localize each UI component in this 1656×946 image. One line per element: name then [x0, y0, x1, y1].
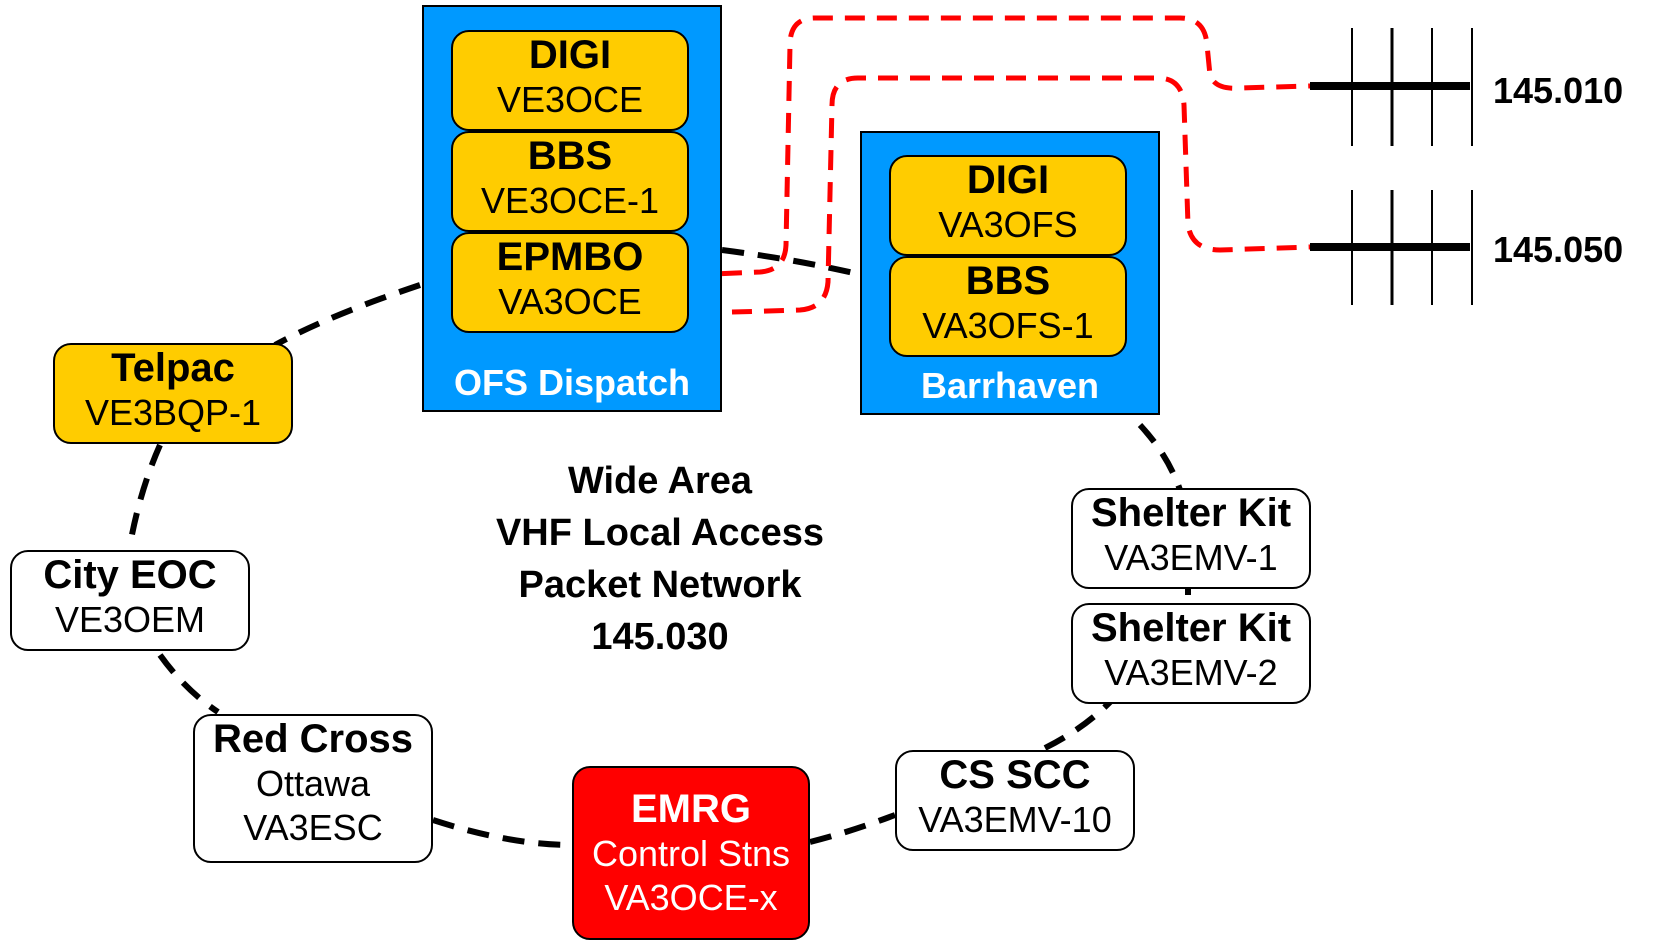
- node-callsign: VA3EMV-10: [918, 799, 1112, 840]
- network-title: Wide Area VHF Local Access Packet Networ…: [440, 455, 880, 663]
- node-title: EPMBO: [496, 235, 644, 279]
- barrhaven-bbs-node[interactable]: BBS VA3OFS-1: [889, 256, 1127, 357]
- barrhaven-panel: DIGI VA3OFS BBS VA3OFS-1 Barrhaven: [860, 131, 1160, 415]
- node-title: City EOC: [43, 553, 217, 597]
- node-title: BBS: [965, 259, 1051, 303]
- antenna-icon: [1310, 28, 1473, 146]
- cs-scc-node[interactable]: CS SCC VA3EMV-10: [895, 750, 1135, 851]
- node-callsign: VA3EMV-2: [1104, 652, 1278, 693]
- ofs-bbs-node[interactable]: BBS VE3OCE-1: [451, 131, 689, 232]
- link-ofs-barrhaven: [721, 247, 863, 278]
- node-title: BBS: [527, 134, 613, 178]
- panel-label: Barrhaven: [920, 365, 1100, 406]
- red-cross-node[interactable]: Red Cross Ottawa VA3ESC: [193, 714, 433, 863]
- node-title: Shelter Kit: [1090, 491, 1292, 535]
- node-callsign: VA3OCE: [498, 281, 642, 322]
- link-redcross-emrg: [432, 817, 573, 848]
- link-ofs-telpac: [273, 282, 421, 348]
- network-title-line: Packet Network: [518, 564, 802, 606]
- node-subtitle: Control Stns: [591, 833, 791, 874]
- node-callsign: VE3BQP-1: [84, 392, 262, 433]
- ofs-dispatch-panel: DIGI VE3OCE BBS VE3OCE-1 EPMBO VA3OCE OF…: [422, 5, 722, 412]
- antenna-icon: [1310, 190, 1473, 305]
- node-title: Red Cross: [212, 717, 414, 761]
- node-title: EMRG: [631, 787, 751, 831]
- link-barrhaven-shelter1: [1137, 422, 1183, 491]
- node-callsign: VE3OEM: [54, 599, 206, 640]
- rf-link-145010: [689, 15, 1311, 278]
- node-callsign: VA3OFS-1: [922, 305, 1094, 346]
- node-title: DIGI: [528, 33, 612, 77]
- node-callsign: VA3OCE-x: [604, 877, 778, 918]
- barrhaven-digi-node[interactable]: DIGI VA3OFS: [889, 155, 1127, 256]
- network-title-line: VHF Local Access: [495, 512, 825, 554]
- telpac-node[interactable]: Telpac VE3BQP-1: [53, 343, 293, 444]
- network-title-line: Wide Area: [567, 460, 753, 502]
- node-title: DIGI: [966, 158, 1050, 202]
- node-subtitle: Ottawa: [255, 763, 371, 804]
- emrg-node[interactable]: EMRG Control Stns VA3OCE-x: [572, 766, 810, 940]
- node-callsign: VA3OFS: [938, 204, 1078, 245]
- ofs-digi-node[interactable]: DIGI VE3OCE: [451, 30, 689, 131]
- shelter-kit-2-node[interactable]: Shelter Kit VA3EMV-2: [1071, 603, 1311, 704]
- node-callsign: VE3OCE-1: [480, 180, 660, 221]
- node-title: Telpac: [111, 346, 235, 390]
- frequency-label-2: 145.050: [1493, 229, 1624, 270]
- city-eoc-node[interactable]: City EOC VE3OEM: [10, 550, 250, 651]
- network-frequency: 145.030: [591, 616, 729, 658]
- link-cityeoc-redcross: [157, 653, 220, 715]
- frequency-label-1: 145.010: [1493, 70, 1624, 111]
- link-csscc-shelter2: [1043, 697, 1115, 751]
- node-callsign: VA3ESC: [243, 807, 383, 848]
- ofs-epmbo-node[interactable]: EPMBO VA3OCE: [451, 232, 689, 333]
- node-callsign: VA3EMV-1: [1104, 537, 1278, 578]
- node-callsign: VE3OCE: [496, 79, 644, 120]
- shelter-kit-1-node[interactable]: Shelter Kit VA3EMV-1: [1071, 488, 1311, 589]
- rf-link-145050: [699, 75, 1311, 316]
- node-title: Shelter Kit: [1090, 606, 1292, 650]
- panel-label: OFS Dispatch: [453, 362, 691, 403]
- node-title: CS SCC: [939, 753, 1091, 797]
- link-telpac-cityeoc: [127, 443, 163, 546]
- link-emrg-csscc: [809, 812, 897, 845]
